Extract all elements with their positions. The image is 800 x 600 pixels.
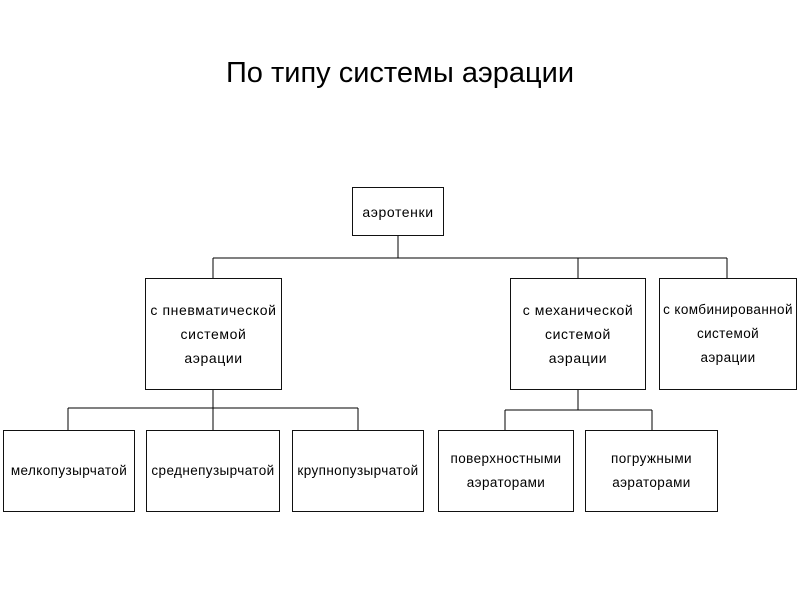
node-medium-bubble-label: среднепузырчатой	[151, 463, 275, 478]
node-surface-aerators-label: поверхностными аэраторами	[450, 451, 562, 490]
node-root-label: аэротенки	[362, 203, 434, 220]
node-root-aerotanks: аэротенки	[352, 187, 444, 236]
node-coarse-bubble-label: крупнопузырчатой	[297, 463, 419, 478]
node-combined-label: с комбинированной системой аэрации	[663, 302, 793, 365]
node-mechanical-label: с механической системой аэрации	[522, 302, 634, 366]
node-submerged-aerators: погружными аэраторами	[585, 430, 718, 512]
node-mechanical-aeration: с механической системой аэрации	[510, 278, 646, 390]
node-pneumatic-aeration: с пневматической системой аэрации	[145, 278, 282, 390]
node-submerged-aerators-label: погружными аэраторами	[610, 451, 692, 490]
node-fine-bubble-label: мелкопузырчатой	[10, 463, 128, 478]
node-fine-bubble: мелкопузырчатой	[3, 430, 135, 512]
node-coarse-bubble: крупнопузырчатой	[292, 430, 424, 512]
node-pneumatic-label: с пневматической системой аэрации	[150, 302, 277, 366]
node-surface-aerators: поверхностными аэраторами	[438, 430, 574, 512]
slide-title: По типу системы аэрации	[225, 57, 575, 89]
node-medium-bubble: среднепузырчатой	[146, 430, 280, 512]
node-combined-aeration: с комбинированной системой аэрации	[659, 278, 797, 390]
